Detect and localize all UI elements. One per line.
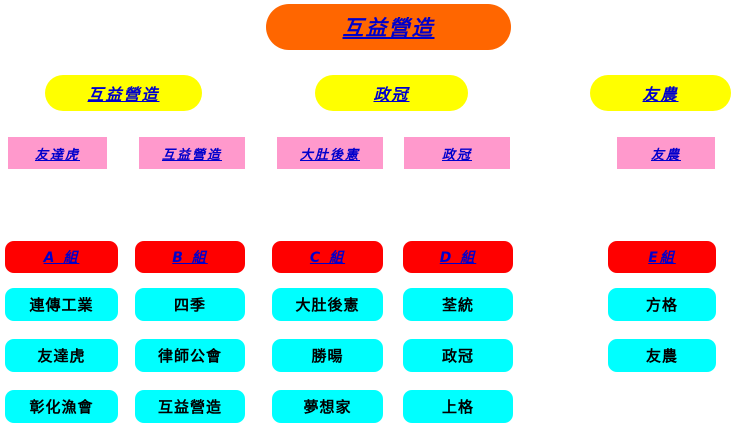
group-header-label: A 組	[43, 250, 80, 266]
member-node: 勝暘	[272, 339, 383, 372]
division-node-label: 互益營造	[87, 85, 160, 104]
member-node-label: 大肚後憲	[295, 296, 360, 314]
division-node-label: 友農	[642, 85, 679, 104]
member-node-label: 律師公會	[157, 347, 222, 365]
member-node: 互益營造	[135, 390, 245, 423]
member-node-label: 連傳工業	[29, 296, 94, 314]
division-node-label: 政冠	[373, 85, 410, 104]
group-header-label: C 組	[309, 250, 346, 266]
root-node-label: 互益營造	[342, 16, 435, 40]
member-node: 四季	[135, 288, 245, 321]
member-node-label: 友農	[645, 347, 678, 365]
member-node: 大肚後憲	[272, 288, 383, 321]
group-header-label: E組	[648, 250, 676, 266]
member-node: 連傳工業	[5, 288, 118, 321]
member-node-label: 勝暘	[311, 347, 344, 365]
member-node-label: 政冠	[441, 347, 474, 365]
subunit-node-label: 友農	[650, 147, 681, 163]
member-node-label: 方格	[645, 296, 678, 314]
group-header: B 組	[135, 241, 245, 273]
member-node: 友農	[608, 339, 716, 372]
subunit-node-label: 大肚後憲	[299, 147, 360, 163]
member-node-label: 上格	[441, 398, 474, 416]
member-node: 政冠	[403, 339, 513, 372]
member-node: 律師公會	[135, 339, 245, 372]
subunit-node: 友農	[617, 137, 715, 169]
subunit-node: 政冠	[404, 137, 510, 169]
subunit-node-label: 互益營造	[161, 147, 222, 163]
division-node: 政冠	[315, 75, 468, 111]
member-node: 荃統	[403, 288, 513, 321]
subunit-node: 友達虎	[8, 137, 107, 169]
group-header: A 組	[5, 241, 118, 273]
member-node: 方格	[608, 288, 716, 321]
group-header: C 組	[272, 241, 383, 273]
subunit-node: 大肚後憲	[277, 137, 383, 169]
member-node: 上格	[403, 390, 513, 423]
member-node: 夢想家	[272, 390, 383, 423]
group-header: D 組	[403, 241, 513, 273]
division-node: 友農	[590, 75, 731, 111]
member-node-label: 夢想家	[303, 398, 352, 416]
subunit-node-label: 友達虎	[34, 147, 80, 163]
subunit-node-label: 政冠	[441, 147, 472, 163]
group-header-label: B 組	[172, 250, 208, 266]
group-header-label: D 組	[439, 250, 477, 266]
member-node: 彰化漁會	[5, 390, 118, 423]
member-node: 友達虎	[5, 339, 118, 372]
root-node: 互益營造	[266, 4, 511, 50]
member-node-label: 彰化漁會	[29, 398, 94, 416]
group-header: E組	[608, 241, 716, 273]
member-node-label: 四季	[173, 296, 206, 314]
member-node-label: 荃統	[441, 296, 474, 314]
member-node-label: 友達虎	[37, 347, 86, 365]
subunit-node: 互益營造	[139, 137, 245, 169]
division-node: 互益營造	[45, 75, 202, 111]
member-node-label: 互益營造	[157, 398, 222, 416]
